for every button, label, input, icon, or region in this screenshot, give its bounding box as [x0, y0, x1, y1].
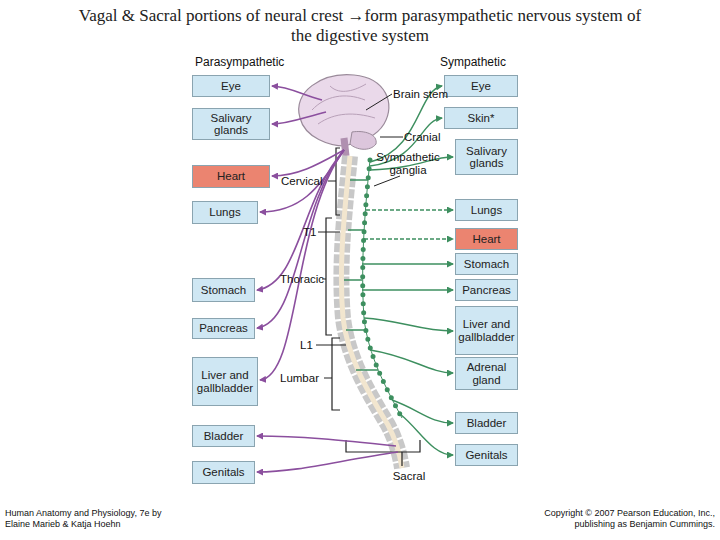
nerve	[364, 238, 453, 239]
organ-box: Liver and gallbladder	[455, 306, 518, 355]
organ-name: Heart	[472, 233, 500, 246]
organ-box: Skin*	[444, 107, 518, 129]
region-label: Thoracic	[280, 273, 330, 286]
structure-label: Sympathetic ganglia	[368, 151, 448, 177]
organ-name: Salivary glands	[458, 145, 515, 170]
nerve	[257, 150, 344, 328]
sympathetic-ganglia-dots	[363, 160, 402, 418]
organ-name: Liver and gallbladder	[458, 318, 515, 343]
nerve	[364, 318, 453, 331]
organ-name: Liver and gallbladder	[195, 369, 255, 394]
cerebellum	[350, 132, 376, 150]
organ-box: Adrenal gland	[455, 357, 518, 390]
organ-box: Stomach	[192, 278, 255, 302]
spinal-cord	[341, 156, 402, 468]
organ-name: Pancreas	[199, 322, 248, 335]
nerve	[257, 452, 398, 472]
organ-box: Salivary glands	[192, 108, 270, 140]
nerve	[362, 263, 453, 264]
source-credit: Human Anatomy and Physiology, 7e by Elai…	[5, 508, 180, 529]
lumbar-bracket	[324, 338, 340, 410]
brain-folds	[312, 84, 375, 124]
organ-box: Genitals	[192, 461, 255, 484]
organ-name: Lungs	[209, 206, 240, 219]
organ-box: Eye	[192, 75, 270, 97]
organ-box: Eye	[444, 75, 518, 97]
organ-box: Salivary glands	[455, 139, 518, 175]
organ-name: Bladder	[467, 417, 507, 430]
organ-box: Pancreas	[455, 279, 518, 301]
vertebral-column	[341, 156, 402, 468]
organ-box: Stomach	[455, 253, 518, 275]
level-label: L1	[300, 339, 320, 352]
level-label: T1	[303, 226, 323, 239]
region-label: Lumbar	[280, 372, 330, 385]
nerve	[362, 289, 453, 290]
nerve	[392, 400, 453, 423]
organ-name: Lungs	[471, 204, 502, 217]
nerve	[272, 86, 322, 100]
organ-box: Liver and gallbladder	[192, 357, 258, 406]
nerve	[260, 150, 344, 380]
organ-name: Stomach	[201, 284, 246, 297]
organ-name: Adrenal gland	[458, 361, 515, 386]
nerve	[260, 150, 344, 212]
organ-box: Pancreas	[192, 318, 255, 339]
organ-box: Heart	[192, 165, 270, 188]
brain	[299, 75, 389, 146]
structure-label: Brain stem	[393, 88, 463, 101]
organ-box: Lungs	[455, 199, 518, 221]
nerve	[400, 414, 453, 455]
region-label: Cervical	[281, 175, 331, 188]
nerve	[257, 436, 396, 446]
organ-name: Genitals	[202, 466, 244, 479]
parasympathetic-nerves	[257, 86, 398, 472]
organ-name: Heart	[217, 170, 245, 183]
organ-name: Pancreas	[462, 284, 511, 297]
nerve	[370, 350, 453, 373]
level-ticks	[316, 232, 346, 345]
brain-stem	[344, 138, 346, 156]
organ-name: Eye	[221, 80, 241, 93]
column-heading: Sympathetic	[440, 56, 540, 70]
region-label: Sacral	[384, 470, 434, 483]
organ-box: Lungs	[192, 201, 258, 224]
organ-box: Bladder	[455, 412, 518, 434]
sympathetic-chain	[363, 160, 402, 418]
nerve	[272, 112, 326, 124]
region-label: Cranial	[404, 131, 464, 144]
copyright-note: Copyright © 2007 Pearson Education, Inc.…	[520, 508, 715, 529]
organ-box: Genitals	[455, 444, 518, 466]
organ-name: Bladder	[204, 430, 244, 443]
diagram-title: Vagal & Sacral portions of neural crest …	[70, 6, 650, 46]
organ-name: Skin*	[468, 112, 495, 125]
organ-box: Heart	[455, 228, 518, 250]
nerve	[366, 209, 453, 210]
preganglionic-fibres	[344, 180, 378, 370]
organ-name: Eye	[471, 80, 491, 93]
organ-box: Bladder	[192, 425, 255, 447]
organ-name: Stomach	[464, 258, 509, 271]
organ-name: Genitals	[465, 449, 507, 462]
organ-name: Salivary glands	[195, 112, 267, 137]
column-heading: Parasympathetic	[195, 56, 305, 70]
